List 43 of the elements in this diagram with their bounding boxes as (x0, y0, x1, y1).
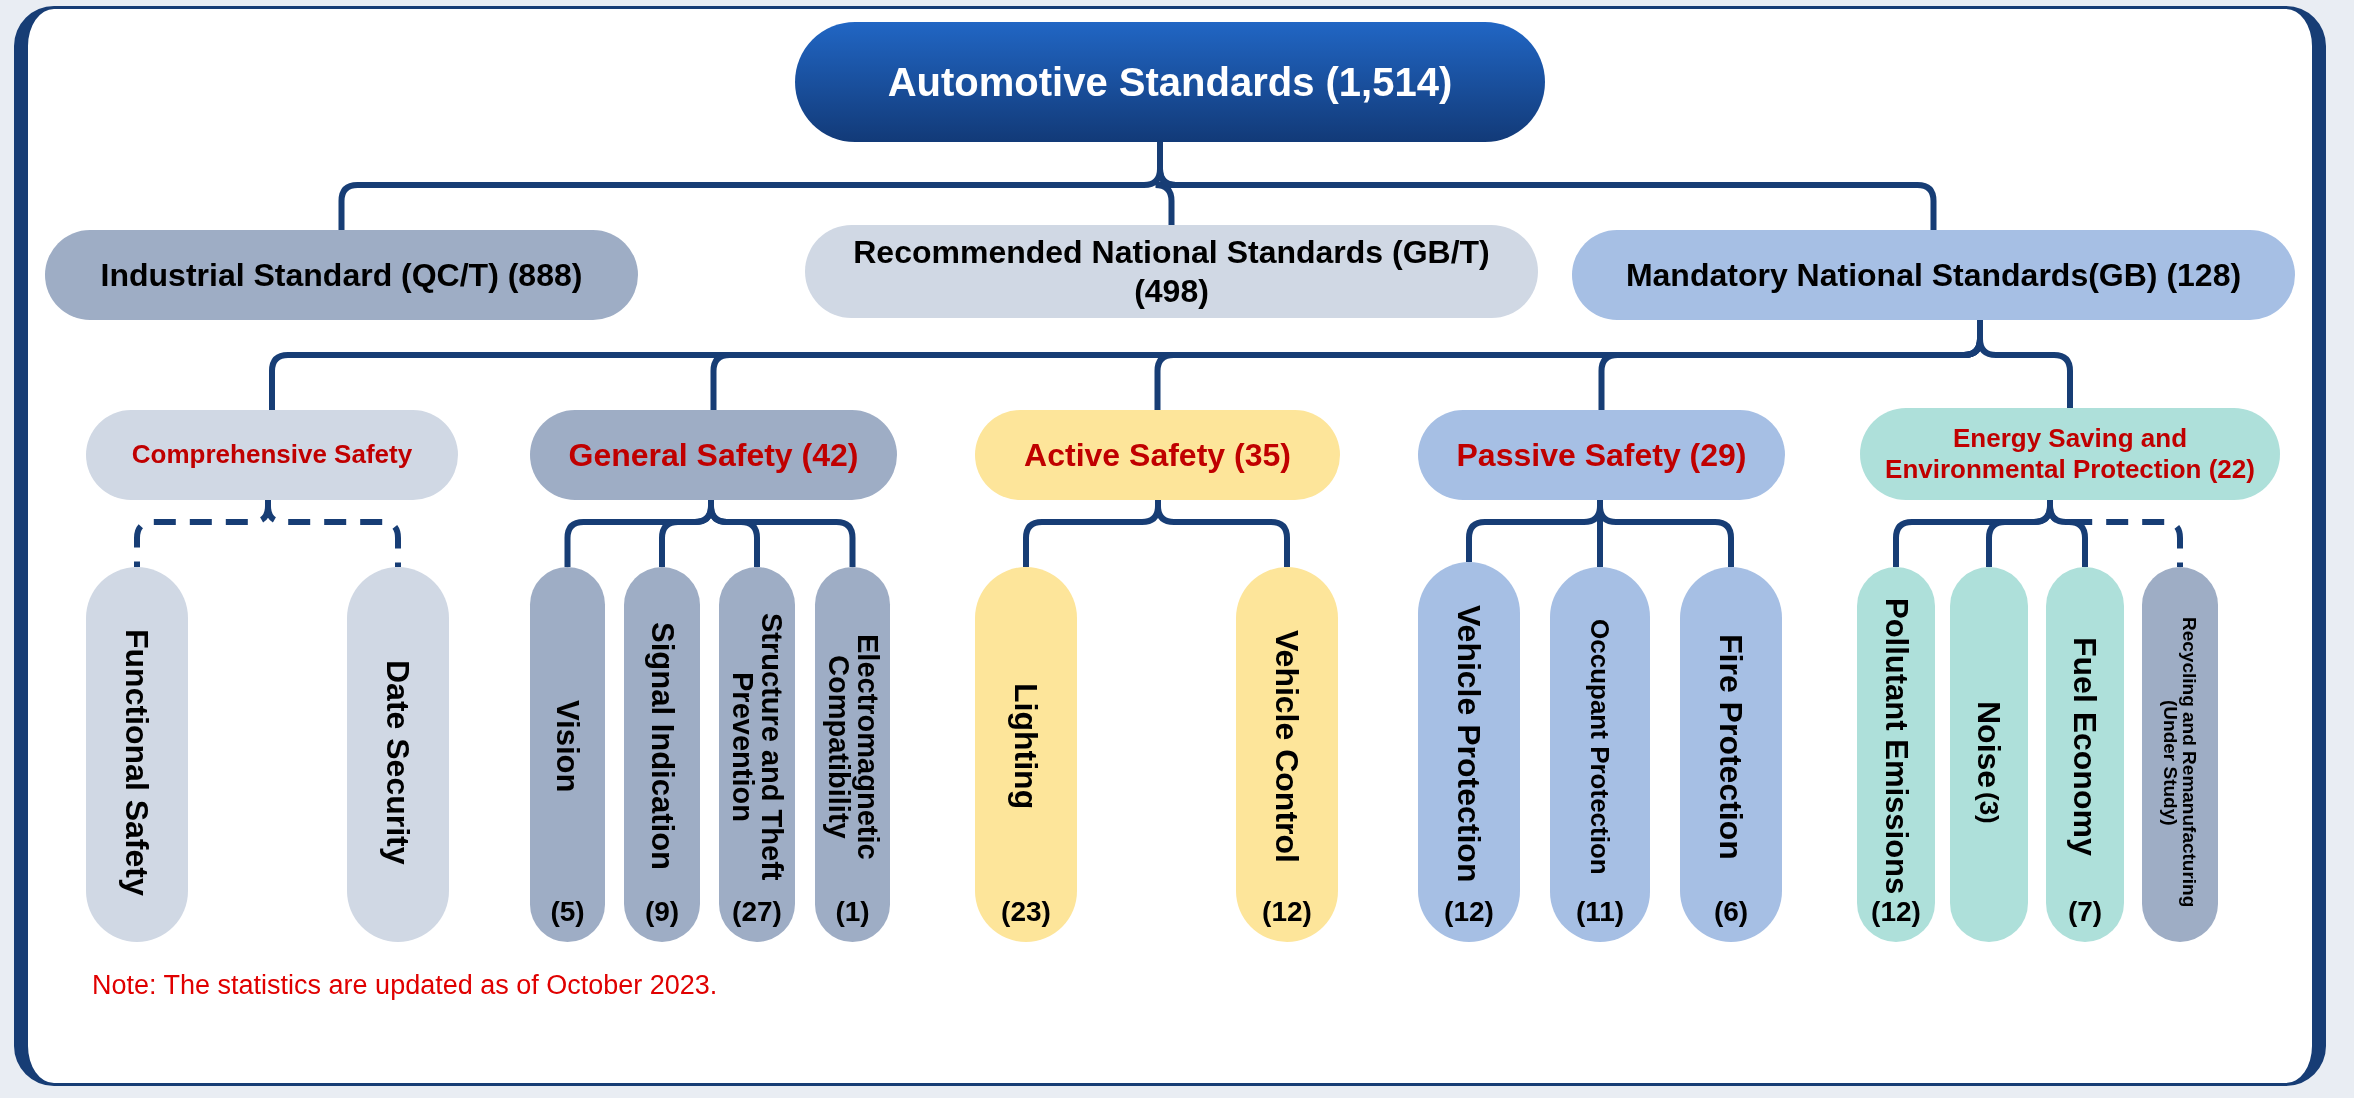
category-label: Vehicle Protection (1453, 605, 1485, 883)
category-label: Occupant Protection (1587, 618, 1613, 875)
category-label: Passive Safety (29) (1455, 435, 1748, 475)
category-label: Pollutant Emissions (1880, 598, 1912, 895)
category-label: Date Security (382, 660, 414, 865)
count-label: (12) (1444, 896, 1494, 928)
category-label: Functional Safety (121, 629, 153, 896)
category-label: Signal Indication (646, 622, 678, 871)
count-label: (5) (550, 896, 585, 928)
count-label: (11) (1575, 896, 1625, 928)
category-label: General Safety (42) (567, 435, 860, 475)
category-label: Recommended National Standards (GB/T) (498) (852, 233, 1491, 310)
count-label: (3) (1976, 792, 2002, 824)
category-label: Mandatory National Standards(GB) (128) (1624, 255, 2243, 295)
count-label: (27) (732, 896, 782, 928)
category-label: Electromagnetic Compatibility (823, 632, 882, 862)
category-label: Structure and Theft Prevention (728, 611, 786, 883)
count-label: (23) (1001, 896, 1051, 928)
category-label: Recycling and Remanufacturing (Under Study) (2161, 616, 2199, 910)
connector-line (1597, 500, 1734, 567)
category-label: Comprehensive Safety (130, 439, 414, 471)
category-label: Fire Protection (1715, 633, 1747, 860)
count-label: (7) (2067, 896, 2103, 928)
category-label: Fuel Economy (2069, 637, 2101, 856)
category-label: Energy Saving and Environmental Protection (22) (1884, 422, 2256, 486)
category-label: Lighting (1010, 683, 1042, 810)
category-label: Vision (552, 700, 583, 793)
count-label: (6) (1713, 896, 1749, 928)
count-label: (12) (1262, 896, 1312, 928)
count-label: (1) (835, 896, 870, 928)
category-label: Vehicle Control (1271, 630, 1303, 863)
connector-line (2047, 500, 2183, 567)
category-label: Active Safety (35) (1023, 435, 1292, 475)
connector-line (1155, 500, 1290, 567)
title-label: Automotive Standards (1,514) (886, 59, 1454, 106)
connector-line (265, 500, 401, 567)
category-label: Industrial Standard (QC/T) (888) (99, 255, 584, 295)
connector-line (1977, 320, 2073, 408)
count-label: (9) (644, 896, 680, 928)
note-text: Note: The statistics are updated as of October 2023. (92, 970, 718, 1001)
count-label: (12) (1871, 896, 1921, 928)
connector-line (708, 500, 856, 567)
category-label: Noise (1973, 701, 2005, 789)
